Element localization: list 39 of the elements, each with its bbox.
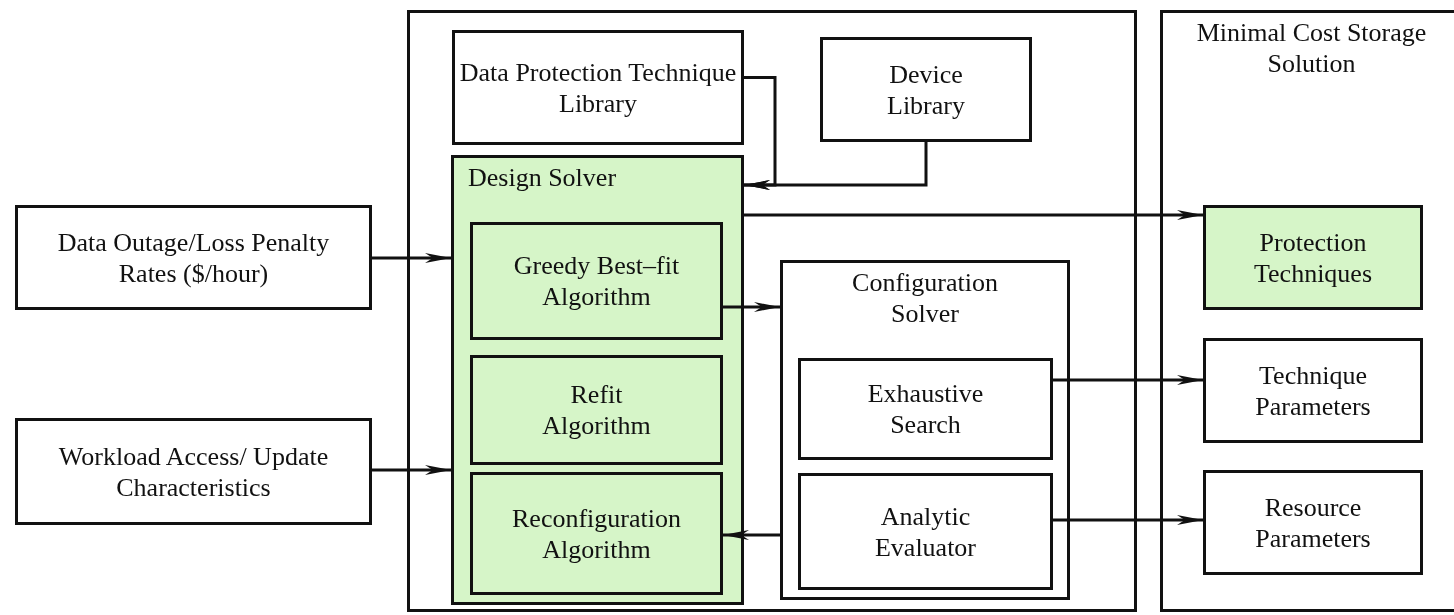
algorithm-box (470, 355, 723, 465)
arrow (372, 465, 451, 475)
panel-heading: Design Solver (468, 162, 617, 194)
box-label: Resource Parameters (1254, 491, 1372, 554)
solver-panel (780, 260, 1070, 600)
arrow (372, 253, 451, 263)
component-box (798, 473, 1053, 590)
box-label: Analytic Evaluator (873, 500, 978, 563)
component-box (798, 358, 1053, 460)
system-frame (407, 10, 1137, 612)
output-box (1203, 470, 1423, 575)
box-label: Exhaustive Search (866, 377, 985, 441)
arrow (744, 142, 928, 190)
arrow (744, 210, 1203, 220)
output-panel (1160, 10, 1454, 612)
solver-panel (451, 155, 744, 605)
box-label: Data Protection Technique Library (458, 56, 738, 119)
arrow (723, 530, 780, 540)
output-box (1203, 205, 1423, 310)
output-box (1203, 338, 1423, 443)
box-label: Technique Parameters (1254, 359, 1372, 422)
panel-heading: Configuration Solver (851, 267, 999, 330)
input-box (15, 205, 372, 310)
box-label: Reconfiguration Algorithm (511, 502, 682, 565)
algorithm-box (470, 472, 723, 595)
algorithm-box (470, 222, 723, 340)
box-label: Data Outage/Loss Penalty Rates ($/hour) (56, 226, 331, 289)
library-box (452, 30, 744, 145)
box-label: Workload Access/ Update Characteristics (57, 440, 330, 503)
box-label: Device Library (886, 58, 966, 121)
panel-heading: Minimal Cost Storage Solution (1195, 17, 1428, 80)
box-label: Protection Techniques (1253, 226, 1373, 289)
input-box (15, 418, 372, 525)
arrow (1053, 375, 1203, 385)
box-label: Refit Algorithm (541, 378, 652, 442)
arrow (723, 302, 780, 312)
arrow (1053, 515, 1203, 525)
box-label: Greedy Best–fit Algorithm (512, 249, 681, 313)
library-box (820, 37, 1032, 142)
